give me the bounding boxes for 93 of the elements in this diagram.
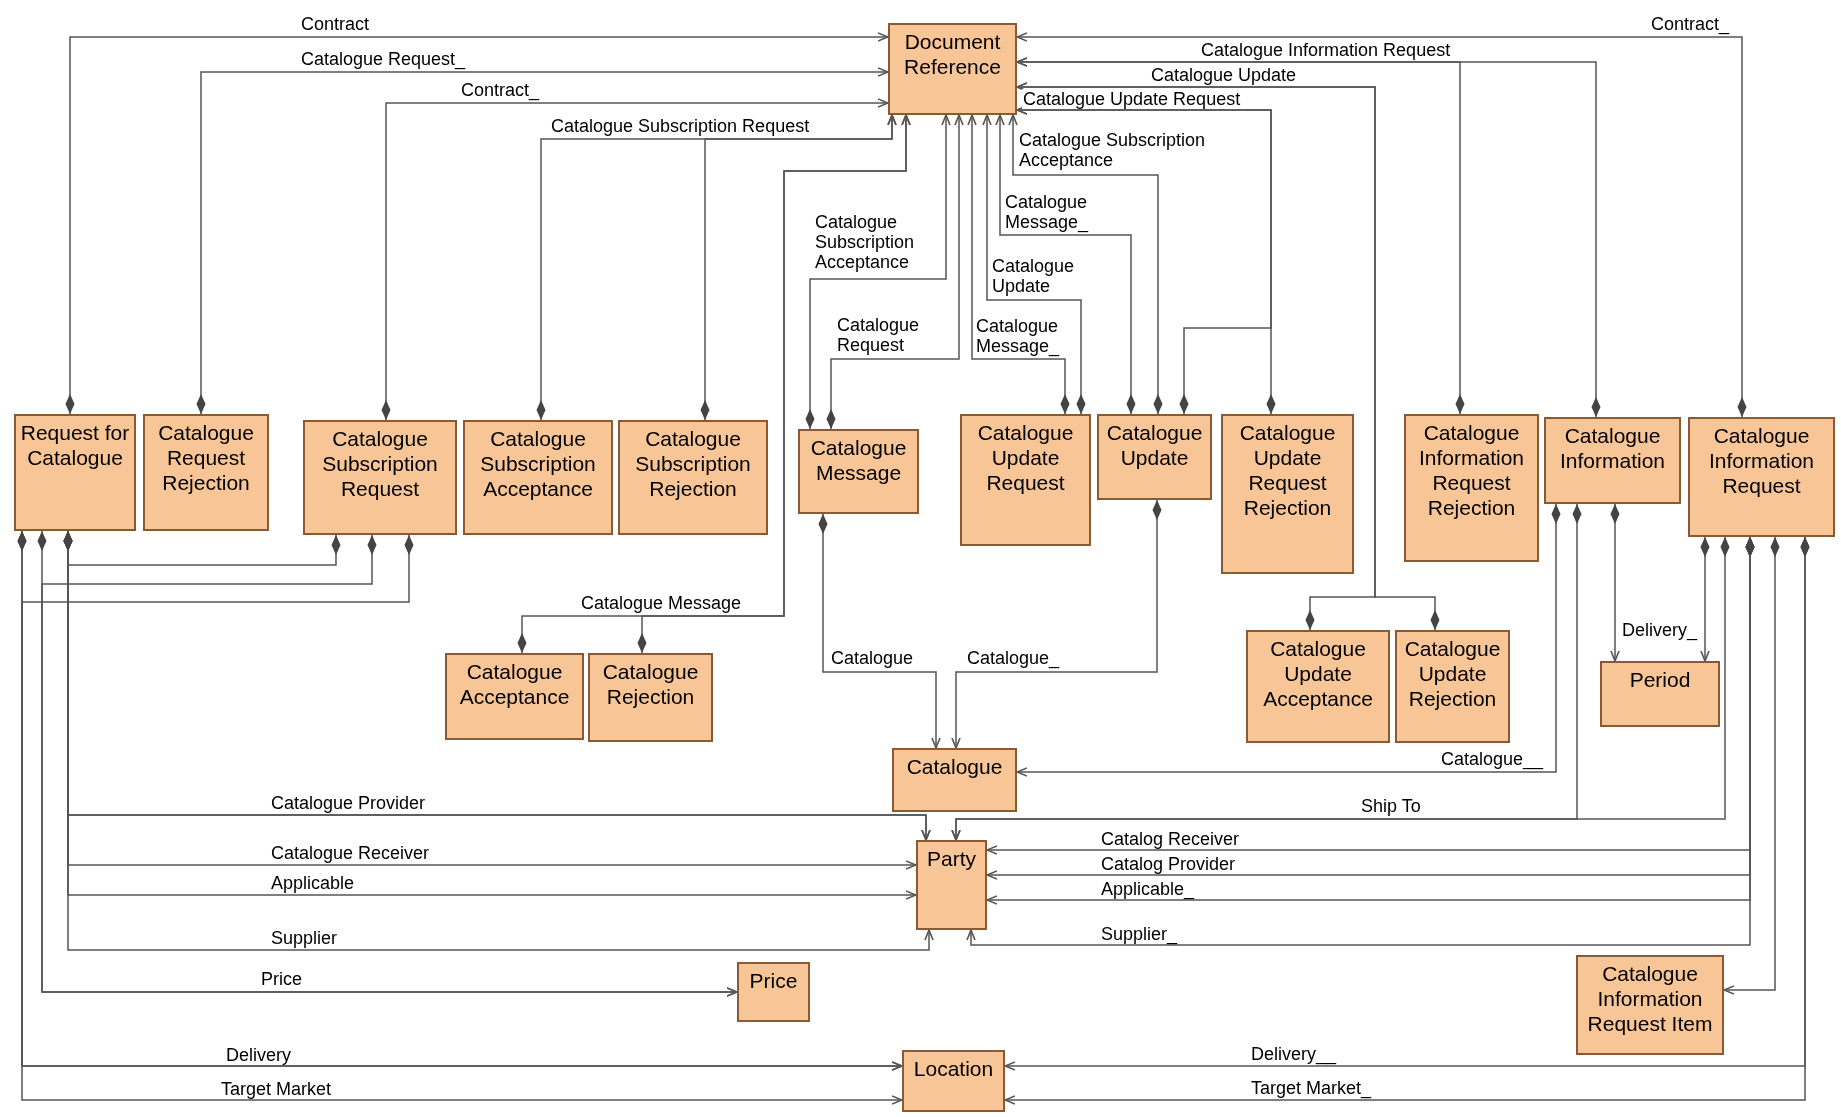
- class-name: Request for Catalogue: [19, 420, 131, 470]
- connector: [1016, 503, 1561, 777]
- connector: [1016, 32, 1747, 418]
- class-box: [14, 414, 136, 531]
- class-box: [1395, 630, 1510, 743]
- class-box: [1544, 417, 1681, 504]
- edge-label: Applicable: [270, 873, 356, 893]
- edge-label: Contract_: [460, 80, 541, 100]
- class-name: Catalogue Update Request: [976, 420, 1075, 495]
- class-name: Party: [927, 846, 976, 871]
- class-name: Catalogue Update Rejection: [1403, 636, 1502, 711]
- edge-label: Ship To: [1360, 796, 1422, 816]
- class-box: [1097, 414, 1212, 500]
- class-box: [618, 420, 768, 535]
- class-name: Catalogue Information: [1558, 423, 1667, 473]
- edge-label: Catalogue Request_: [300, 49, 467, 69]
- edge-label: Supplier_: [1100, 924, 1179, 944]
- edge-label: Target Market: [220, 1079, 333, 1099]
- connector: [637, 114, 911, 654]
- class-name: Document Reference: [903, 29, 1002, 79]
- edge-label: Contract_: [1650, 14, 1731, 34]
- edge-label: Catalogue Message_: [975, 316, 1063, 356]
- class-name: Catalogue Information Request Item: [1586, 961, 1714, 1036]
- edge-label: Catalogue Update: [1150, 65, 1298, 85]
- class-box: [737, 962, 810, 1022]
- class-box: [1576, 955, 1724, 1055]
- class-name: Price: [749, 968, 798, 993]
- edge-label: Delivery: [225, 1045, 292, 1065]
- edge-label: Catalogue Receiver: [270, 843, 431, 863]
- class-box: [1246, 630, 1390, 743]
- connector: [700, 114, 897, 421]
- edge-label: Catalogue Subscription Request: [550, 116, 811, 136]
- edge-label: Catalogue Update Request: [1022, 89, 1242, 109]
- connector: [982, 114, 1086, 415]
- class-box: [1221, 414, 1354, 574]
- class-name: Catalogue Subscription Request: [321, 426, 439, 501]
- connector: [65, 32, 889, 415]
- class-box: [588, 653, 713, 742]
- class-name: Catalogue Rejection: [601, 659, 700, 709]
- connector: [196, 67, 889, 415]
- class-box: [1404, 414, 1539, 562]
- class-name: Catalogue Message: [809, 435, 908, 485]
- edge-label: Catalogue Information Request: [1200, 40, 1452, 60]
- class-box: [1688, 417, 1835, 537]
- class-box: [960, 414, 1091, 546]
- class-box: [902, 1050, 1005, 1112]
- class-name: Catalogue Information Request Rejection: [1417, 420, 1526, 520]
- class-box: [888, 23, 1017, 115]
- class-name: Location: [913, 1056, 994, 1081]
- edge-label: Catalogue Message: [580, 593, 743, 613]
- class-box: [916, 840, 987, 930]
- class-name: Catalogue Update Request Rejection: [1238, 420, 1337, 520]
- class-name: Catalogue Acceptance: [458, 659, 571, 709]
- connector: [951, 499, 1162, 749]
- edge-label: Catalogue: [830, 648, 915, 668]
- class-box: [303, 420, 457, 535]
- edge-label: Applicable_: [1100, 879, 1196, 899]
- edge-label: Delivery_: [1621, 620, 1699, 640]
- class-box: [798, 429, 919, 514]
- edge-label: Delivery__: [1250, 1044, 1338, 1064]
- edge-label: Catalog Receiver: [1100, 829, 1241, 849]
- connector: [1016, 82, 1440, 631]
- class-box: [892, 748, 1017, 812]
- connector: [995, 114, 1136, 415]
- connector: [967, 114, 1070, 415]
- connector: [1610, 503, 1620, 662]
- edge-label: Catalog Provider: [1100, 854, 1237, 874]
- class-box: [1600, 661, 1720, 727]
- edge-label: Target Market_: [1250, 1078, 1373, 1098]
- edge-label: Supplier: [270, 928, 339, 948]
- edge-label: Catalogue Provider: [270, 793, 427, 813]
- connector: [1008, 114, 1163, 415]
- connector: [1723, 536, 1780, 995]
- connector: [805, 114, 951, 430]
- class-name: Catalogue Subscription Acceptance: [479, 426, 597, 501]
- edge-label: Catalogue Update: [991, 256, 1076, 296]
- connector: [818, 513, 941, 749]
- class-box: [463, 420, 613, 535]
- class-name: Catalogue Update Acceptance: [1262, 636, 1374, 711]
- class-name: Catalogue Request Rejection: [157, 420, 255, 495]
- class-name: Catalogue Information Request: [1707, 423, 1816, 498]
- class-box: [445, 653, 584, 740]
- class-name: Catalogue: [906, 754, 1003, 779]
- connector: [1700, 536, 1710, 662]
- edge-label: Catalogue__: [1440, 749, 1545, 769]
- connector: [1016, 57, 1601, 418]
- connector: [381, 98, 889, 421]
- class-name: Catalogue Update: [1105, 420, 1204, 470]
- class-name: Catalogue Subscription Rejection: [634, 426, 752, 501]
- class-box: [143, 414, 269, 531]
- edge-label: Catalogue_: [966, 648, 1061, 668]
- connector: [826, 114, 964, 430]
- class-name: Period: [1629, 667, 1691, 692]
